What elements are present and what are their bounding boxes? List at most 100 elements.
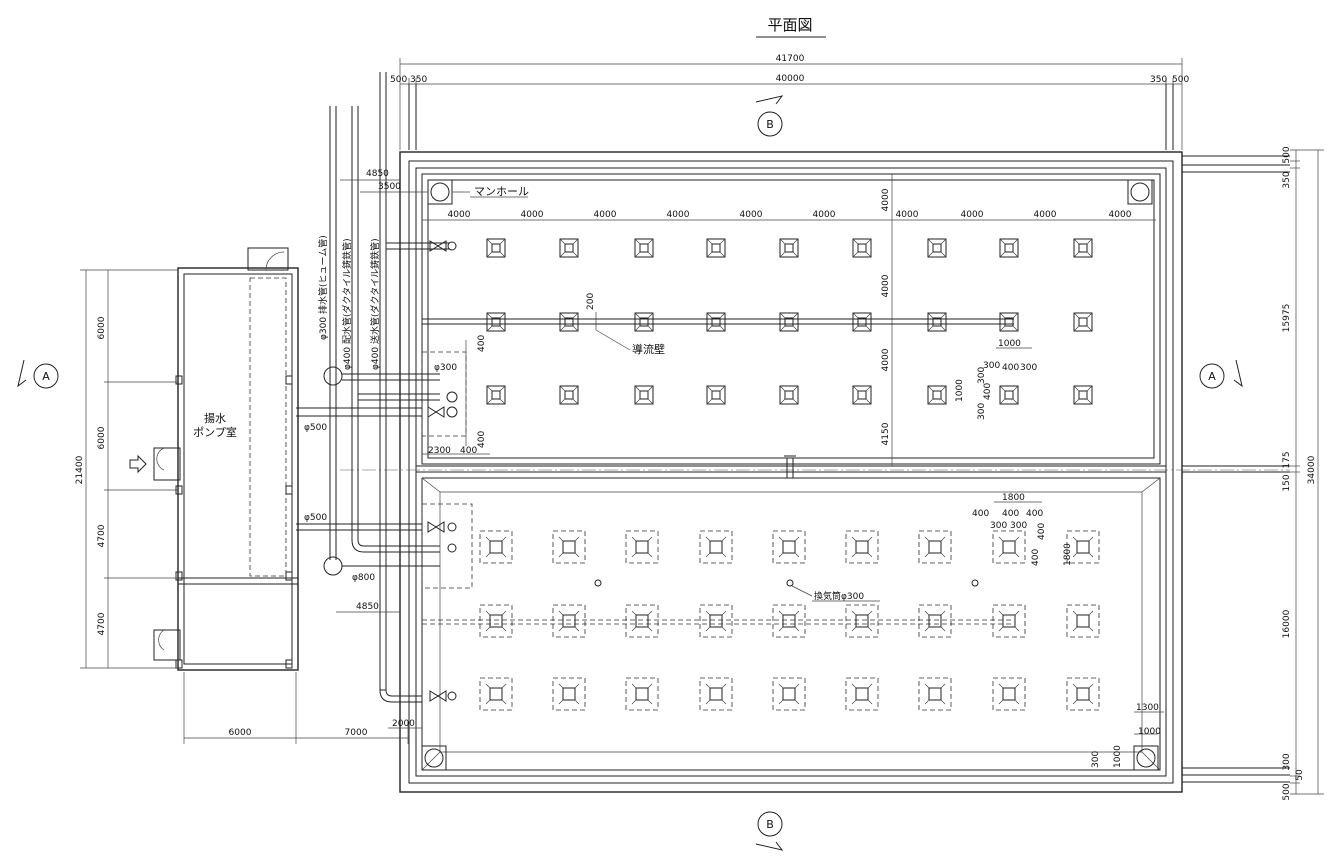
- lower-column: [1066, 530, 1100, 564]
- upper-column: [852, 312, 872, 332]
- upper-column: [559, 238, 579, 258]
- inlet-chamber: φ300 400 400 2300 400: [421, 335, 490, 456]
- upper-column: [634, 312, 654, 332]
- upper-column: [634, 385, 654, 405]
- upper-column: [706, 238, 726, 258]
- dim-41700: 41700: [776, 54, 805, 64]
- svg-text:4850: 4850: [366, 169, 389, 179]
- lower-column: [699, 530, 733, 564]
- svg-text:4000: 4000: [448, 210, 471, 220]
- manhole-label: マンホール: [474, 185, 529, 198]
- svg-text:500: 500: [1282, 146, 1292, 163]
- svg-text:4000: 4000: [881, 348, 891, 371]
- vent-pipes: 換気筒φ300: [594, 579, 979, 602]
- upper-column: [779, 385, 799, 405]
- svg-text:1000: 1000: [1138, 727, 1161, 737]
- manhole-top-left: [427, 179, 453, 205]
- svg-text:400: 400: [460, 446, 477, 456]
- upper-column: [852, 238, 872, 258]
- upper-column: [486, 385, 506, 405]
- svg-text:400: 400: [983, 383, 993, 400]
- dim-350-right: 350: [1150, 75, 1167, 85]
- svg-text:B: B: [766, 118, 774, 131]
- svg-text:4700: 4700: [97, 524, 107, 547]
- lower-column: [699, 677, 733, 711]
- svg-text:400: 400: [477, 431, 487, 448]
- lower-column: [552, 530, 586, 564]
- lower-column: [918, 677, 952, 711]
- dim-500-right: 500: [1172, 75, 1189, 85]
- lower-column: [1066, 677, 1100, 711]
- lower-column: [772, 677, 806, 711]
- dim-40000: 40000: [776, 74, 805, 84]
- upper-column: [706, 312, 726, 332]
- section-marker-b-top: B: [755, 95, 784, 137]
- lower-column: [625, 677, 659, 711]
- dim-500-left: 500: [390, 75, 407, 85]
- svg-text:300: 300: [990, 521, 1007, 531]
- lower-column: [552, 604, 586, 638]
- pump-room-label-2: ポンプ室: [193, 425, 237, 439]
- svg-text:34000: 34000: [1307, 455, 1317, 484]
- upper-column: [559, 385, 579, 405]
- pipe-distribution-label: φ400 配水管(ダクタイル鋳鉄管): [341, 238, 353, 370]
- pump-room: 揚水 ポンプ室: [129, 247, 299, 671]
- svg-text:4700: 4700: [97, 612, 107, 635]
- upper-column: [1073, 312, 1093, 332]
- right-dimensions: 500 350 15975 175 150 16000 300 50 500 3…: [1282, 146, 1324, 801]
- manhole-bottom-left: [421, 745, 447, 771]
- svg-text:6000: 6000: [97, 316, 107, 339]
- lower-column: [992, 530, 1026, 564]
- lower-column: [918, 604, 952, 638]
- pipe-drain-label: φ300 排水管(ヒューム管): [317, 235, 329, 340]
- lower-column: [772, 530, 806, 564]
- manhole-bottom-right: [1133, 745, 1159, 771]
- svg-text:φ300: φ300: [434, 363, 457, 373]
- upper-column: [999, 238, 1019, 258]
- svg-text:4000: 4000: [1109, 210, 1132, 220]
- lower-column: [699, 604, 733, 638]
- partition-valve: [784, 455, 796, 479]
- svg-text:175: 175: [1282, 451, 1292, 468]
- svg-text:6000: 6000: [97, 426, 107, 449]
- svg-text:1000: 1000: [1113, 745, 1123, 768]
- dim-350-left: 350: [410, 75, 427, 85]
- pipe-risers: 4850 3500 φ300 排水管(ヒューム管) φ400 配水管(ダクタイル…: [317, 72, 428, 703]
- svg-text:1300: 1300: [1136, 703, 1159, 713]
- svg-text:400: 400: [972, 509, 989, 519]
- lower-column: [1066, 604, 1100, 638]
- baffle-wall: 200 導流壁: [422, 293, 1014, 356]
- svg-text:400: 400: [1031, 549, 1041, 566]
- top-dimensions: 41700 40000 500 350 350 500: [390, 54, 1189, 150]
- svg-text:A: A: [42, 370, 50, 383]
- lower-column: [992, 604, 1026, 638]
- upper-column: [927, 238, 947, 258]
- svg-text:6000: 6000: [229, 728, 252, 738]
- upper-column: [999, 312, 1019, 332]
- upper-column: [486, 238, 506, 258]
- svg-text:4000: 4000: [896, 210, 919, 220]
- svg-text:300: 300: [977, 367, 987, 384]
- upper-column: [634, 238, 654, 258]
- svg-text:4150: 4150: [881, 422, 891, 445]
- baffle-label: 導流壁: [632, 342, 665, 356]
- upper-column: [779, 238, 799, 258]
- vent-label: 換気筒φ300: [814, 590, 864, 602]
- svg-text:4000: 4000: [881, 188, 891, 211]
- reservoir-outline: [340, 151, 1290, 793]
- svg-text:φ500: φ500: [304, 513, 327, 523]
- lower-columns: [479, 530, 1100, 711]
- lower-column: [772, 604, 806, 638]
- svg-text:φ500: φ500: [304, 423, 327, 433]
- svg-text:50: 50: [1295, 769, 1305, 781]
- svg-text:21400: 21400: [75, 455, 85, 484]
- svg-text:400: 400: [1002, 509, 1019, 519]
- svg-text:2000: 2000: [392, 719, 415, 729]
- svg-text:3500: 3500: [378, 182, 401, 192]
- upper-columns: [486, 238, 1093, 405]
- svg-text:350: 350: [1282, 171, 1292, 188]
- svg-text:1800: 1800: [1002, 493, 1025, 503]
- upper-column: [779, 312, 799, 332]
- svg-text:φ800: φ800: [352, 573, 375, 583]
